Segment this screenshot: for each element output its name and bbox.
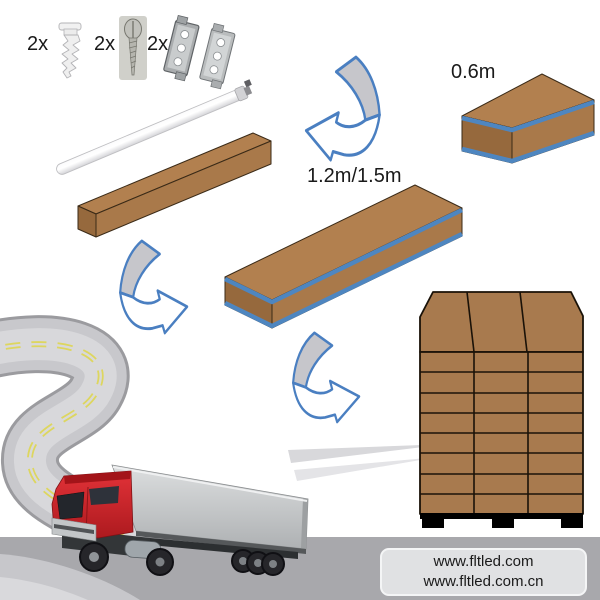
- inner-box: [77, 132, 272, 238]
- anchor-qty-label: 2x: [27, 33, 49, 55]
- box-1-2m-1-5m: [224, 184, 463, 329]
- pallet-stack: [419, 291, 584, 528]
- truck-wheels: [79, 542, 285, 576]
- box-1-2m-1-5m-label: 1.2m/1.5m: [307, 165, 402, 187]
- box-0-6m: [461, 73, 595, 164]
- curved-arrow-icon-3: [291, 331, 361, 424]
- screw-qty-label: 2x: [94, 33, 116, 55]
- screw-icon: [119, 16, 147, 80]
- pallet-deck: [420, 513, 583, 519]
- curved-arrow-icon-2: [118, 239, 189, 335]
- pallet-foot: [492, 519, 514, 528]
- clip-qty-label: 2x: [147, 33, 169, 55]
- motion-swoosh: [288, 444, 448, 481]
- box-0-6m-label: 0.6m: [451, 61, 496, 83]
- website-url-com-cn: www.fltled.com.cn: [423, 573, 544, 590]
- pallet-foot: [561, 519, 583, 528]
- website-panel: www.fltled.com www.fltled.com.cn: [380, 548, 587, 596]
- led-batten-light: [56, 79, 253, 175]
- curved-arrow-icon-1: [304, 55, 382, 162]
- truck-side-window: [89, 486, 119, 505]
- wall-anchor-icon: [58, 22, 82, 79]
- website-url-com: www.fltled.com: [433, 553, 534, 570]
- mounting-clip-icon-2: [199, 22, 236, 90]
- mounting-clip-icon-1: [163, 14, 200, 82]
- pallet-foot: [422, 519, 444, 528]
- truck-windshield: [56, 491, 85, 520]
- delivery-truck: [51, 464, 309, 576]
